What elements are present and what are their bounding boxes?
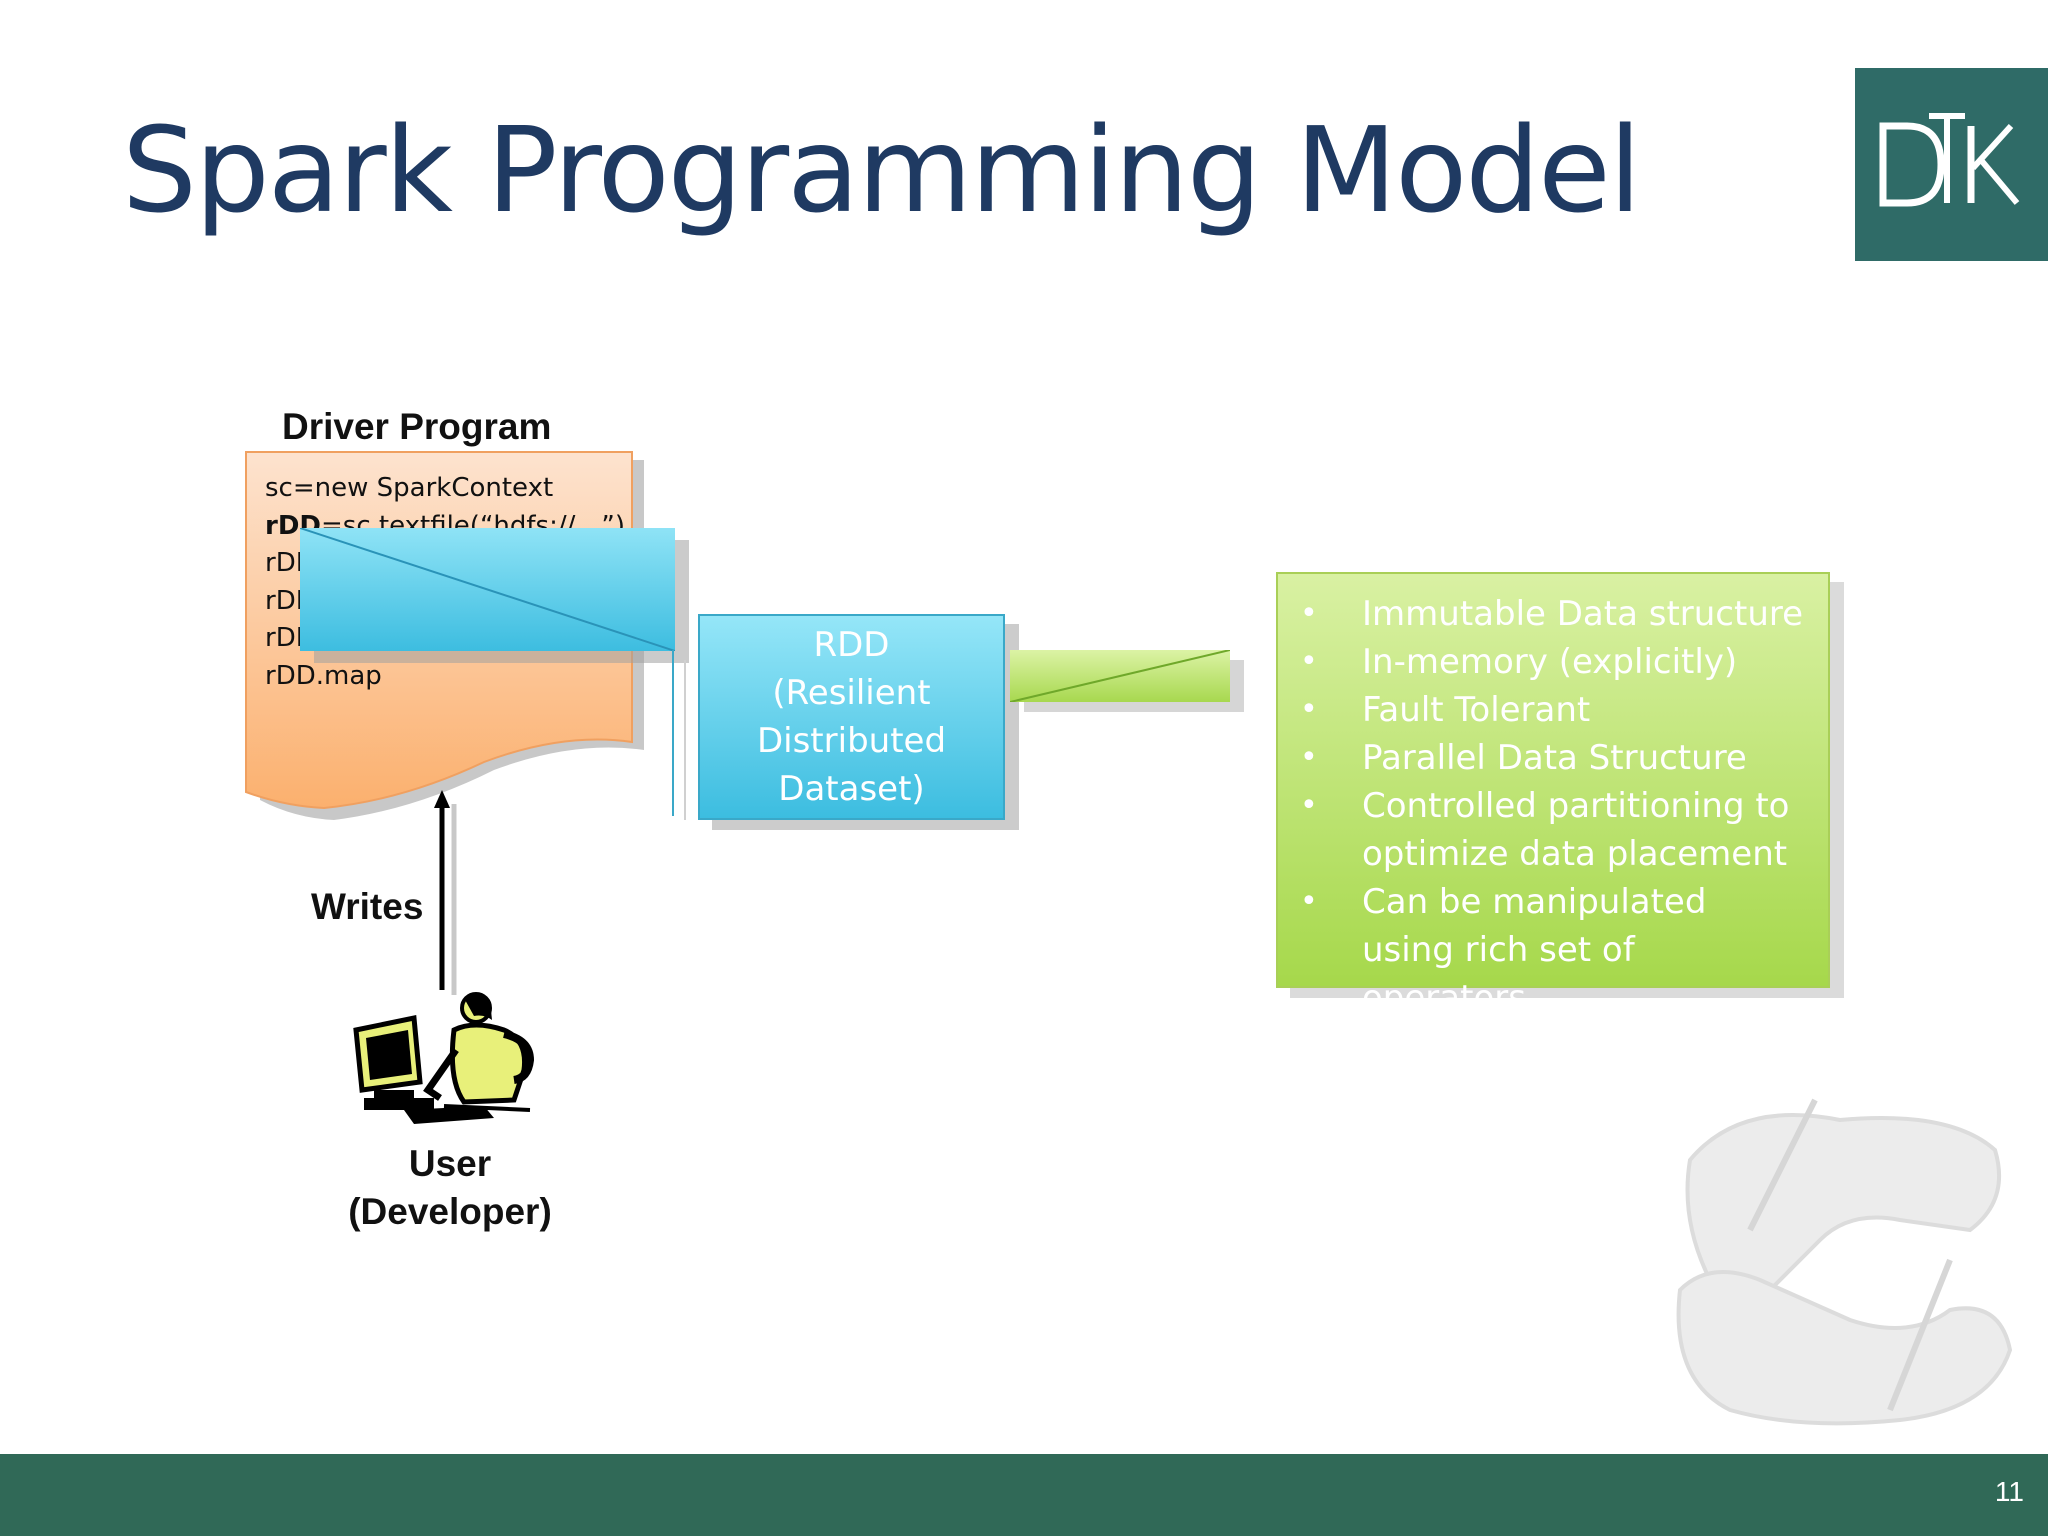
connector-line — [684, 660, 686, 820]
rdd-properties-list: •Immutable Data structure •In-memory (ex… — [1278, 590, 1828, 1022]
dtk-logo-mark — [1879, 113, 2020, 207]
dtk-logo — [1855, 68, 2048, 261]
writes-arrow — [424, 790, 464, 1000]
rdd-label: RDD (Resilient Distributed Dataset) — [756, 625, 947, 809]
list-item: •Fault Tolerant — [1300, 690, 1591, 730]
list-item: •Parallel Data Structure — [1300, 738, 1747, 778]
user-at-computer-icon — [344, 990, 536, 1130]
cyan-flag-shape — [300, 528, 675, 651]
user-developer-label: User (Developer) — [300, 1140, 600, 1236]
rdd-properties-box: •Immutable Data structure •In-memory (ex… — [1276, 572, 1830, 1018]
writes-label: Writes — [311, 886, 424, 927]
user-label-line: (Developer) — [348, 1191, 552, 1232]
rdd-box: RDD (Resilient Distributed Dataset) — [698, 614, 1005, 820]
code-line: sc=new SparkContext — [265, 473, 554, 503]
driver-program-title: Driver Program — [282, 406, 552, 447]
list-item: •Immutable Data structure — [1300, 594, 1804, 634]
list-item: •In-memory (explicitly) — [1300, 642, 1738, 682]
list-item: •Controlled partitioning to optimize dat… — [1300, 786, 1790, 874]
slide-title: Spark Programming Model — [122, 101, 1642, 239]
connector-line — [672, 650, 674, 816]
user-label-line: User — [408, 1143, 492, 1184]
slide-footer-bar — [0, 1454, 2048, 1536]
code-line: rDD.map — [265, 660, 382, 691]
list-item: •Can be manipulated using rich set of op… — [1300, 882, 1707, 1018]
page-number: 11 — [1994, 1476, 2024, 1507]
green-connector-bar — [1010, 650, 1230, 702]
drawing-hands-watermark — [1650, 1080, 2030, 1440]
